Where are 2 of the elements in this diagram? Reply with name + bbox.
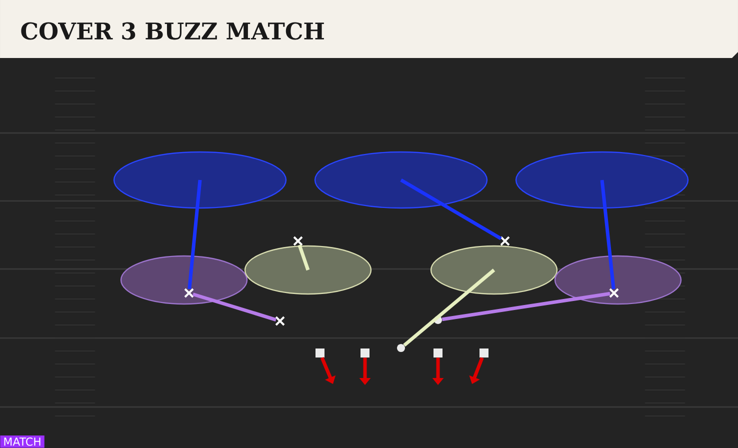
title-banner: COVER 3 BUZZ MATCH [0, 0, 738, 58]
tag-badge: MATCH [0, 435, 44, 448]
